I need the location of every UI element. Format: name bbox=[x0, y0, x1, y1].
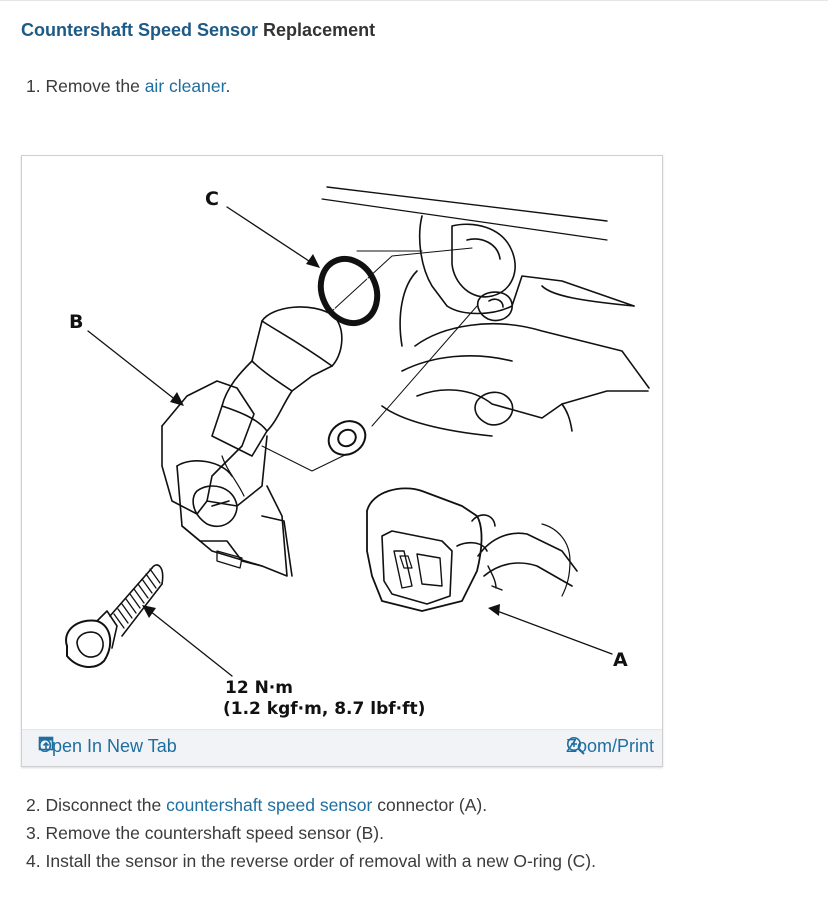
step-text: Remove the countershaft speed sensor (B)… bbox=[45, 823, 384, 843]
sensor-diagram: C B A 12 N·m (1.2 kgf·m, 8.7 lbf·ft) bbox=[65, 186, 650, 719]
top-divider bbox=[0, 0, 828, 1]
zoom-in-icon bbox=[566, 737, 585, 755]
title-link[interactable]: Countershaft Speed Sensor bbox=[21, 20, 259, 40]
torque-conversion: (1.2 kgf·m, 8.7 lbf·ft) bbox=[223, 699, 425, 719]
step-number: 4. bbox=[26, 851, 41, 871]
zoom-label: Zoom/Print bbox=[565, 736, 654, 756]
step-text: Disconnect the bbox=[45, 795, 167, 815]
torque-value: 12 N·m bbox=[225, 678, 293, 698]
step-text: Install the sensor in the reverse order … bbox=[45, 851, 596, 871]
open-new-tab-icon bbox=[38, 736, 54, 751]
step-2: 2. Disconnect the countershaft speed sen… bbox=[26, 795, 487, 816]
step-4: 4. Install the sensor in the reverse ord… bbox=[26, 851, 596, 872]
title-rest: Replacement bbox=[258, 20, 376, 40]
page-title: Countershaft Speed Sensor Replacement bbox=[21, 20, 375, 41]
countershaft-speed-sensor-link[interactable]: countershaft speed sensor bbox=[166, 795, 373, 815]
label-a: A bbox=[613, 649, 628, 671]
step-number: 2. bbox=[26, 795, 41, 815]
step-3: 3. Remove the countershaft speed sensor … bbox=[26, 823, 384, 844]
open-tab-label: Open In New Tab bbox=[38, 736, 177, 756]
zoom-print-link[interactable]: Zoom/Print bbox=[566, 736, 654, 757]
step-text: Remove the bbox=[45, 76, 145, 96]
step-1: 1. Remove the air cleaner. bbox=[26, 76, 230, 97]
step-text-end: . bbox=[225, 76, 231, 96]
label-b: B bbox=[69, 311, 83, 333]
figure-panel: C B A 12 N·m (1.2 kgf·m, 8.7 lbf·ft) Ope… bbox=[21, 155, 663, 767]
open-in-new-tab-link[interactable]: Open In New Tab bbox=[38, 736, 177, 757]
label-c: C bbox=[205, 188, 219, 210]
air-cleaner-link[interactable]: air cleaner bbox=[144, 76, 226, 96]
step-number: 1. bbox=[26, 76, 41, 96]
step-text-end: connector (A). bbox=[372, 795, 488, 815]
figure-toolbar: Open In New Tab Zoom/Print bbox=[22, 729, 662, 766]
step-number: 3. bbox=[26, 823, 41, 843]
